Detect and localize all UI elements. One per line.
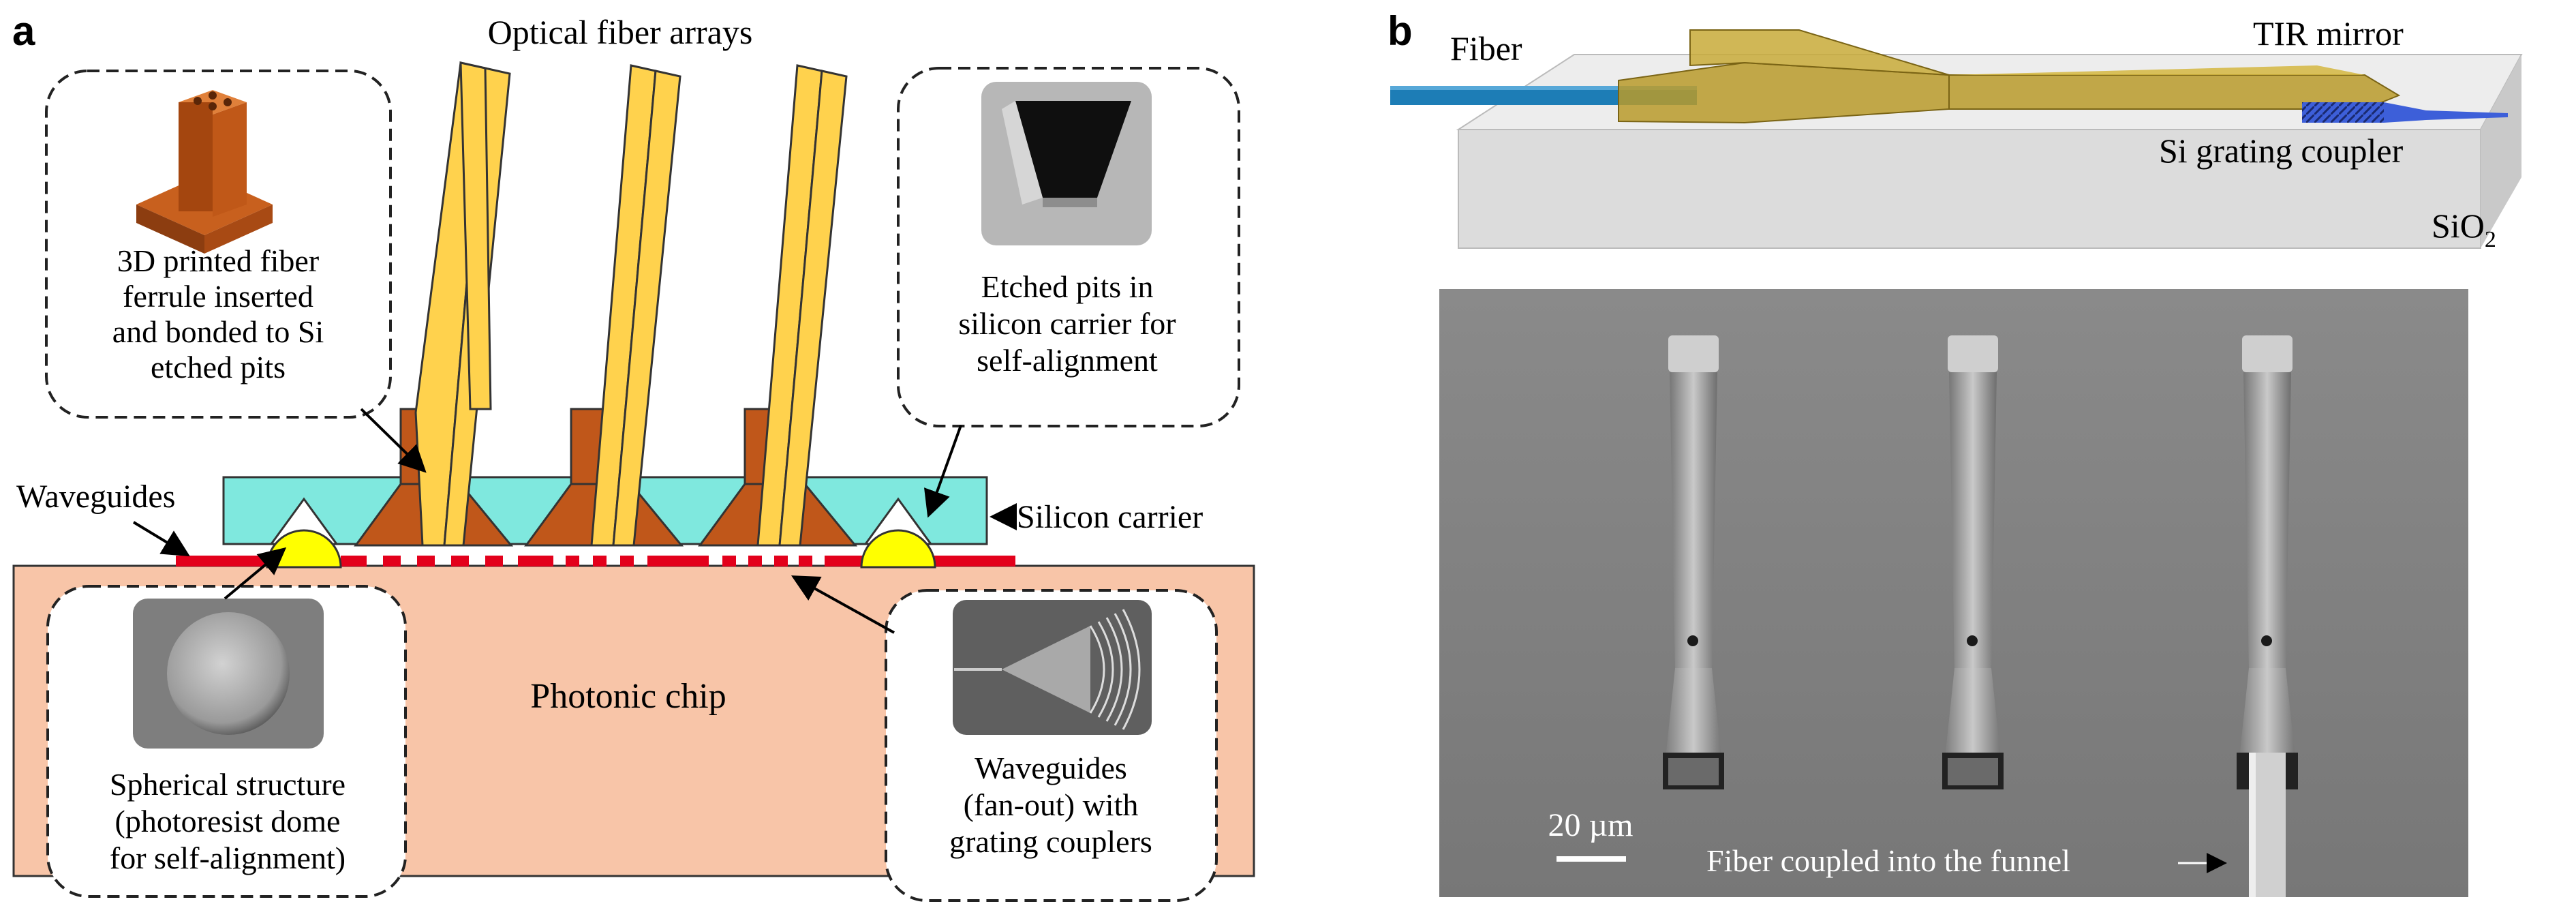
sio2-main: SiO xyxy=(2432,207,2485,245)
panel-b-label: b xyxy=(1387,8,1413,54)
dome-callout: Spherical structure (photoresist dome fo… xyxy=(46,585,407,898)
scale-bar xyxy=(1557,856,1626,862)
tir-mirror-label: TIR mirror xyxy=(2253,14,2404,52)
grating-coupler-sem xyxy=(953,600,1152,735)
sem-funnel-1 xyxy=(1663,335,1724,789)
ferrule-callout-line-2: ferrule inserted xyxy=(123,279,313,314)
coupler-schematic xyxy=(1390,29,2523,249)
silicon-carrier-label: Silicon carrier xyxy=(1017,499,1203,535)
photonic-chip-label: Photonic chip xyxy=(530,677,726,716)
dome-sem xyxy=(133,599,324,749)
waveguides-label: Waveguides xyxy=(16,479,175,515)
pits-callout-line-3: self-alignment xyxy=(977,343,1158,378)
sem-funnel-2 xyxy=(1942,335,2004,789)
ferrule-3d-render xyxy=(136,90,273,254)
coupler-callout-line-1: Waveguides xyxy=(975,751,1127,785)
si-grating xyxy=(2302,102,2384,123)
si-taper xyxy=(2384,102,2508,123)
coupler-arrow xyxy=(791,575,895,634)
coupler-callout-line-3: grating couplers xyxy=(949,824,1152,859)
dome-callout-line-2: (photoresist dome xyxy=(115,804,341,839)
fiber-arrays-title: Optical fiber arrays xyxy=(488,13,753,51)
ferrule-callout-line-3: and bonded to Si xyxy=(112,314,324,349)
waveguides-arrow xyxy=(132,521,190,557)
coupler-callout-line-2: (fan-out) with xyxy=(964,787,1139,822)
panel-a-label: a xyxy=(12,8,35,54)
substrate-side xyxy=(2481,55,2521,248)
fiber-array-2 xyxy=(590,64,681,547)
fiber-label: Fiber xyxy=(1450,29,1522,67)
sem-funnel-3 xyxy=(2237,335,2298,897)
photoresist-dome xyxy=(860,529,936,569)
ferrule-callout-line-1: 3D printed fiber xyxy=(117,243,319,278)
coupler-callout: Waveguides (fan-out) with grating couple… xyxy=(885,589,1218,902)
funnel-caption: Fiber coupled into the funnel xyxy=(1706,843,2070,878)
fiber-array-1 xyxy=(414,61,511,547)
scale-bar-label: 20 µm xyxy=(1548,807,1634,843)
dome-arrow xyxy=(224,547,287,600)
si-grating-label: Si grating coupler xyxy=(2159,132,2404,170)
pits-callout-line-1: Etched pits in xyxy=(981,269,1154,304)
pits-callout-line-2: silicon carrier for xyxy=(958,306,1176,341)
panel-a: a Optical fiber arrays Photonic chip xyxy=(12,8,1255,902)
etched-pit-sem xyxy=(981,82,1152,245)
funnel-structure xyxy=(1618,29,2401,124)
sio2-subscript: 2 xyxy=(2485,227,2496,252)
sem-image xyxy=(1439,289,2468,897)
ferrule-callout-line-4: etched pits xyxy=(151,350,286,384)
pits-callout: Etched pits in silicon carrier for self-… xyxy=(897,67,1240,427)
dome-callout-line-1: Spherical structure xyxy=(110,767,346,802)
sio2-label: SiO2 xyxy=(2432,207,2496,252)
dome-callout-line-3: for self-alignment) xyxy=(110,841,346,875)
fiber-array-3 xyxy=(756,64,848,547)
ferrule-arrow xyxy=(360,408,427,473)
ferrule-callout: 3D printed fiber ferrule inserted and bo… xyxy=(45,70,392,419)
pits-arrow xyxy=(924,425,962,518)
substrate-front xyxy=(1458,129,2481,249)
panel-b: b Fiber TIR mirror Si grating coupler Si… xyxy=(1387,8,2523,897)
